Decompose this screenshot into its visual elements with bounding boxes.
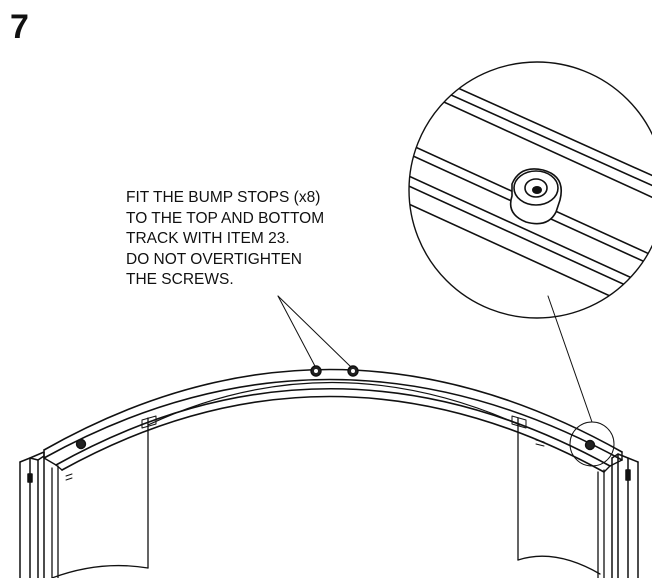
step-number: 7: [10, 8, 29, 46]
instruction-line: TRACK WITH ITEM 23.: [126, 230, 290, 247]
bump-stop: [75, 438, 87, 450]
bump-stop: [310, 365, 322, 377]
instruction-line: THE SCREWS.: [126, 271, 234, 288]
magnified-detail: [408, 61, 652, 319]
instruction-callout: FIT THE BUMP STOPS (x8) TO THE TOP AND B…: [126, 188, 386, 291]
instruction-line: FIT THE BUMP STOPS (x8): [126, 189, 321, 206]
curved-track: [43, 368, 623, 473]
left-glass-panel: [51, 415, 157, 578]
instruction-line: DO NOT OVERTIGHTEN: [126, 250, 302, 268]
right-post: [611, 453, 639, 578]
instruction-line: TO THE TOP AND BOTTOM: [126, 209, 325, 227]
right-glass-panel: [511, 415, 605, 578]
bump-stop: [347, 365, 359, 377]
leader-lines: [277, 295, 353, 369]
left-post: [19, 451, 45, 578]
bump-stop: [584, 439, 596, 451]
